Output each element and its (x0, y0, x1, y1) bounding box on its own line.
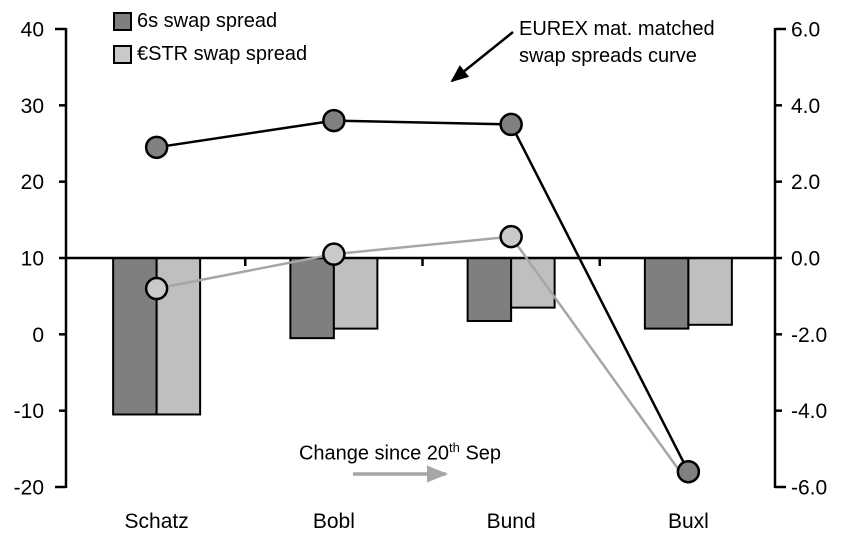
bar-6s-buxl (643, 257, 690, 330)
left-axis-label: -20 (14, 477, 44, 500)
marker-6s-bobl (322, 108, 346, 133)
category-label-schatz: Schatz (125, 510, 189, 533)
left-axis-label: 40 (21, 19, 44, 42)
change-annotation: Change since 20th Sep (0, 440, 800, 466)
category-label-bobl: Bobl (313, 510, 355, 533)
marker-estr-bobl (322, 242, 346, 266)
left-axis-label: 10 (21, 248, 44, 271)
marker-6s-bund (499, 112, 523, 137)
marker-estr-bund (499, 224, 523, 249)
legend-item-estr: €STR swap spread (113, 41, 307, 67)
curve-annotation-arrow-icon (450, 31, 514, 83)
line-6s-series (156, 119, 690, 473)
left-axis-label: -10 (14, 400, 44, 423)
right-axis-label: 2.0 (791, 171, 820, 194)
bar-6s-bobl (289, 257, 335, 340)
legend-item-6s: 6s swap spread (113, 8, 307, 34)
marker-6s-schatz (144, 135, 169, 160)
left-axis-label: 20 (21, 171, 44, 194)
curve-annotation: EUREX mat. matched swap spreads curve (519, 16, 715, 70)
category-label-bund: Bund (487, 510, 536, 533)
change-annotation-superscript: th (449, 440, 460, 455)
curve-annotation-line1: EUREX mat. matched (519, 18, 715, 40)
category-label-buxl: Buxl (668, 510, 709, 533)
left-axis-label: 30 (21, 95, 44, 118)
right-axis-label: 4.0 (791, 95, 820, 118)
line-estr-series (156, 235, 690, 484)
marker-estr-schatz (144, 276, 169, 301)
bar-estr-bobl (332, 257, 379, 330)
marker-6s-buxl (676, 459, 701, 484)
legend-label-estr: €STR swap spread (137, 42, 308, 65)
right-axis-label: 6.0 (791, 19, 820, 42)
legend-label-6s: 6s swap spread (137, 9, 278, 32)
right-axis-label: 0.0 (791, 248, 820, 271)
bar-6s-bund (466, 257, 513, 322)
right-axis-label: -6.0 (791, 477, 827, 500)
bar-estr-buxl (687, 257, 733, 326)
legend-swatch-estr-icon (113, 44, 132, 64)
right-axis-label: -4.0 (791, 400, 827, 423)
legend-swatch-6s-icon (113, 11, 132, 31)
curve-annotation-line2: swap spreads curve (519, 45, 697, 67)
chart-legend: 6s swap spread €STR swap spread (113, 8, 307, 74)
left-axis-label: 0 (32, 324, 44, 347)
right-axis-label: -2.0 (791, 324, 827, 347)
change-annotation-suffix: Sep (459, 442, 502, 465)
change-annotation-prefix: Change since 20 (298, 442, 450, 465)
